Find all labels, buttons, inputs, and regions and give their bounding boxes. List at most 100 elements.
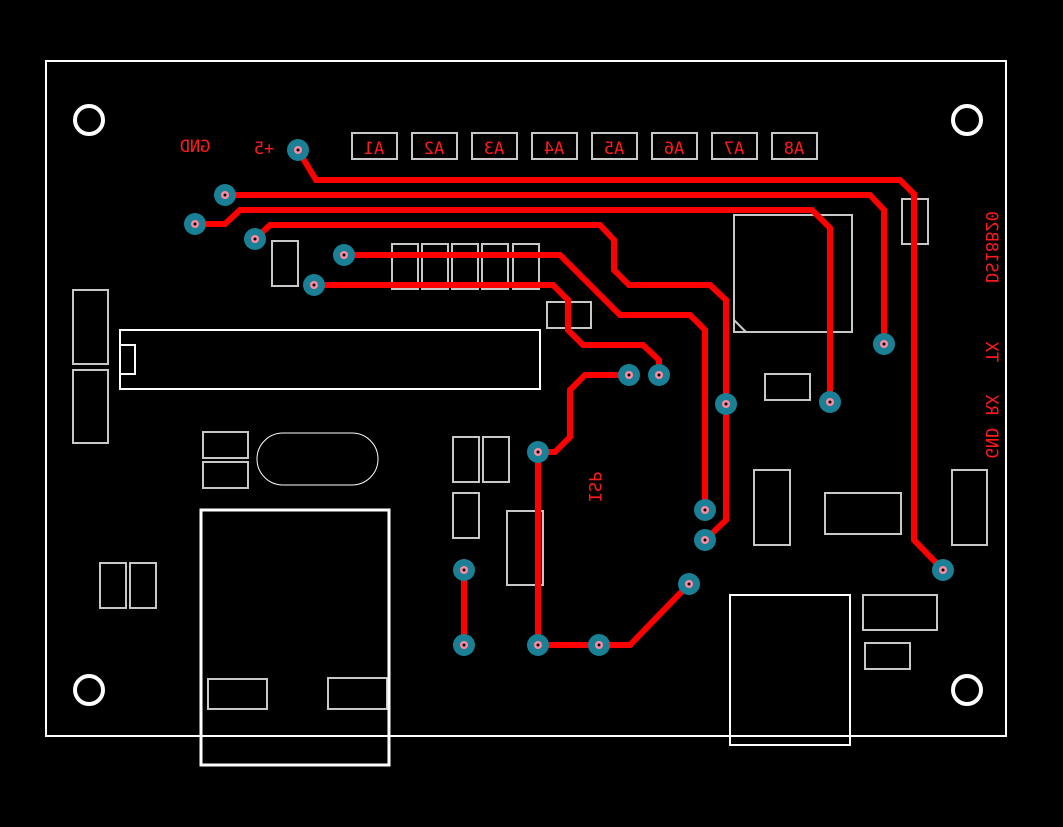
component-right-wide[interactable] [824, 492, 902, 535]
label-rx: RX [981, 394, 1001, 415]
header-box-a1[interactable] [351, 132, 398, 160]
trace-net-2[interactable] [225, 192, 887, 344]
via-drill [724, 402, 728, 406]
resistor-array-4[interactable] [481, 243, 509, 290]
component-right-tall-1[interactable] [753, 469, 791, 546]
via-pad[interactable] [694, 499, 716, 521]
resistor-array-2[interactable] [421, 243, 449, 290]
via-drill [312, 283, 316, 287]
via-pad[interactable] [333, 244, 355, 266]
component-right-tall-2[interactable] [951, 469, 988, 546]
header-box-a3[interactable] [471, 132, 518, 160]
component-bottom-left-1[interactable] [99, 562, 127, 609]
via-drill [193, 222, 197, 226]
label-isp-text: ISP [584, 472, 604, 503]
ic-sensor-square[interactable] [733, 214, 853, 333]
mounting-hole-bottom-right [951, 674, 983, 706]
resistor-array-5[interactable] [512, 243, 540, 290]
via-pad[interactable] [715, 393, 737, 415]
via-drill [687, 582, 691, 586]
label-isp: ISP [584, 472, 604, 503]
resistor-array-1[interactable] [391, 243, 419, 290]
label-gnd-right: GND [981, 428, 1001, 459]
component-bottom-right-2[interactable] [864, 642, 911, 670]
label-a1: A1 [364, 139, 384, 159]
major-parts [119, 329, 851, 767]
label-gnd: GND [180, 137, 211, 157]
via-pad[interactable] [932, 559, 954, 581]
power-connector[interactable] [729, 594, 851, 746]
via-pad[interactable] [527, 634, 549, 656]
board-outline [45, 60, 1007, 737]
via-pad[interactable] [678, 573, 700, 595]
components [72, 198, 988, 710]
via-pad[interactable] [303, 274, 325, 296]
label-gnd-text: GND [180, 137, 211, 157]
via-drill [597, 643, 601, 647]
label-a2: A2 [424, 139, 444, 159]
trace-net-plus5[interactable] [295, 148, 946, 573]
label-a4: A4 [544, 139, 564, 159]
via-pad[interactable] [588, 634, 610, 656]
microcontroller-dip[interactable] [119, 329, 541, 390]
via-pad[interactable] [453, 559, 475, 581]
via-pad[interactable] [819, 391, 841, 413]
trace-net-isp[interactable] [535, 372, 692, 648]
header-box-a2[interactable] [411, 132, 458, 160]
component-c-pair-1[interactable] [452, 436, 480, 483]
component-crystal-cap-2[interactable] [202, 461, 249, 489]
resistor-array-3[interactable] [451, 243, 479, 290]
component-c-single[interactable] [452, 492, 480, 539]
usb-connector[interactable] [199, 508, 391, 767]
usb-pad-left[interactable] [207, 678, 268, 710]
via-drill [342, 253, 346, 257]
mounting-hole-top-right [951, 104, 983, 136]
traces [195, 148, 946, 648]
label-plus5-text: +5 [254, 139, 274, 159]
via-pad[interactable] [287, 139, 309, 161]
trace-net-6[interactable] [314, 282, 662, 375]
via-pad[interactable] [184, 213, 206, 235]
analog-header: A1 A2 A3 A4 A5 A6 A7 A8 [351, 132, 818, 160]
capacitor-left-bottom[interactable] [72, 369, 109, 444]
label-a6: A6 [664, 139, 684, 159]
via-pad[interactable] [873, 333, 895, 355]
header-box-a6[interactable] [651, 132, 698, 160]
via-pad[interactable] [694, 529, 716, 551]
label-ds18b20: DS18B20 [981, 211, 1001, 283]
via-pad[interactable] [244, 228, 266, 250]
mounting-hole-bottom-left [73, 674, 105, 706]
component-isp-resistor[interactable] [506, 510, 544, 586]
via-pad[interactable] [527, 441, 549, 463]
via-drill [253, 237, 257, 241]
capacitor-left-top[interactable] [72, 289, 109, 365]
component-small-vertical[interactable] [271, 240, 299, 287]
via-drill [703, 508, 707, 512]
via-drill [941, 568, 945, 572]
usb-pad-right[interactable] [327, 677, 388, 710]
via-pad[interactable] [648, 364, 670, 386]
label-a7: A7 [724, 139, 744, 159]
via-pad[interactable] [618, 364, 640, 386]
label-a8: A8 [784, 139, 804, 159]
header-box-a5[interactable] [591, 132, 638, 160]
trace-net-5[interactable] [344, 252, 708, 510]
component-bottom-left-2[interactable] [129, 562, 157, 609]
component-bottom-right-1[interactable] [862, 594, 938, 631]
header-box-a4[interactable] [531, 132, 578, 160]
trace-net-3[interactable] [195, 207, 833, 402]
via-drill [882, 342, 886, 346]
component-crystal-cap-1[interactable] [202, 431, 249, 459]
label-tx: TX [981, 341, 1001, 362]
via-drill [223, 193, 227, 197]
component-mid-horizontal[interactable] [764, 373, 811, 401]
via-pad[interactable] [214, 184, 236, 206]
via-pad[interactable] [453, 634, 475, 656]
header-box-a7[interactable] [711, 132, 758, 160]
via-drill [627, 373, 631, 377]
crystal-oscillator[interactable] [256, 432, 379, 486]
via-drill [828, 400, 832, 404]
component-c-pair-2[interactable] [482, 436, 510, 483]
via-drill [296, 148, 300, 152]
header-box-a8[interactable] [771, 132, 818, 160]
